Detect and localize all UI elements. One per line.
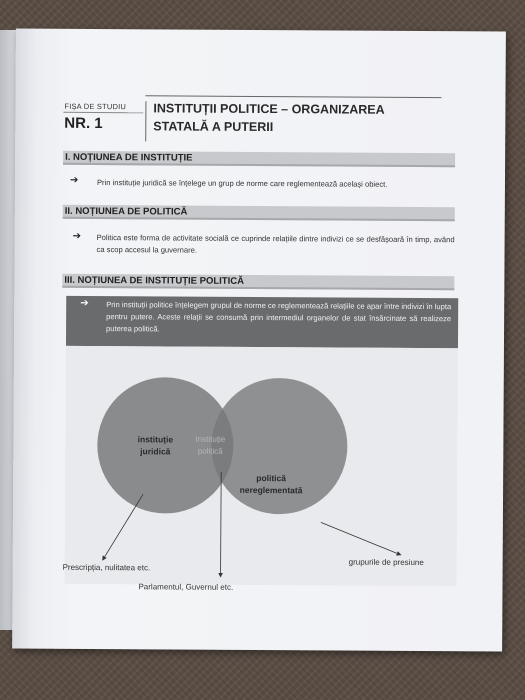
header-top-rule	[145, 95, 442, 99]
title-line-2: STATALĂ A PUTERII	[153, 119, 274, 135]
left-circle-label: instituție juridică	[125, 433, 185, 457]
label-pressure-groups: grupurile de presiune	[348, 557, 424, 568]
section-heading-2: II. NOȚIUNEA DE POLITICĂ	[62, 204, 455, 222]
left-circle	[97, 377, 234, 514]
worksheet-title: INSTITUȚII POLITICE – ORGANIZAREA STATAL…	[153, 99, 443, 137]
section-text-3: Prin instituții politice înțelegem grupu…	[106, 300, 452, 334]
arrow-icon: ➔	[69, 174, 79, 186]
section-text-2: Politica este forma de activitate social…	[96, 233, 455, 255]
overlap-label: Instituție politică	[185, 434, 235, 458]
right-circle-label: politică nereglementată	[231, 472, 311, 496]
overlap-label-line-2: politică	[197, 446, 223, 456]
arrow-icon: ➔	[72, 230, 82, 242]
right-circle-label-line-2: nereglementată	[239, 484, 303, 496]
section-heading-3: III. NOȚIUNEA DE INSTITUȚIE POLITICĂ	[62, 273, 455, 291]
right-circle-label-line-1: politică	[256, 472, 287, 484]
arrow-icon: ➔	[80, 297, 89, 309]
title-line-1: INSTITUȚII POLITICE – ORGANIZAREA	[153, 101, 385, 117]
left-circle-label-line-2: juridică	[140, 446, 171, 457]
section-text-1: Prin instituție juridică se înțelege un …	[96, 178, 388, 189]
worksheet-label: FIȘA DE STUDIU	[64, 101, 127, 112]
label-parliament: Parlamentul, Guvernul etc.	[138, 582, 234, 592]
definition-box: ➔ Prin instituții politice înțelegem gru…	[65, 295, 459, 349]
worksheet-number: NR. 1	[64, 114, 103, 133]
center-pointer-arrow	[218, 471, 223, 578]
venn-diagram	[97, 377, 402, 578]
left-circle-label-line-1: instituție	[137, 434, 174, 445]
label-prescription: Prescripția, nulitatea etc.	[62, 562, 151, 573]
header-left-rule	[63, 111, 144, 114]
header-divider	[145, 101, 147, 142]
right-circle	[211, 378, 348, 515]
section-heading-1: I. NOȚIUNEA DE INSTITUȚIE	[63, 150, 456, 168]
worksheet-page: FIȘA DE STUDIU NR. 1 INSTITUȚII POLITICE…	[12, 28, 506, 652]
right-pointer-arrow	[320, 522, 402, 556]
left-pointer-arrow	[102, 494, 144, 561]
overlap-label-line-1: Instituție	[195, 434, 226, 444]
